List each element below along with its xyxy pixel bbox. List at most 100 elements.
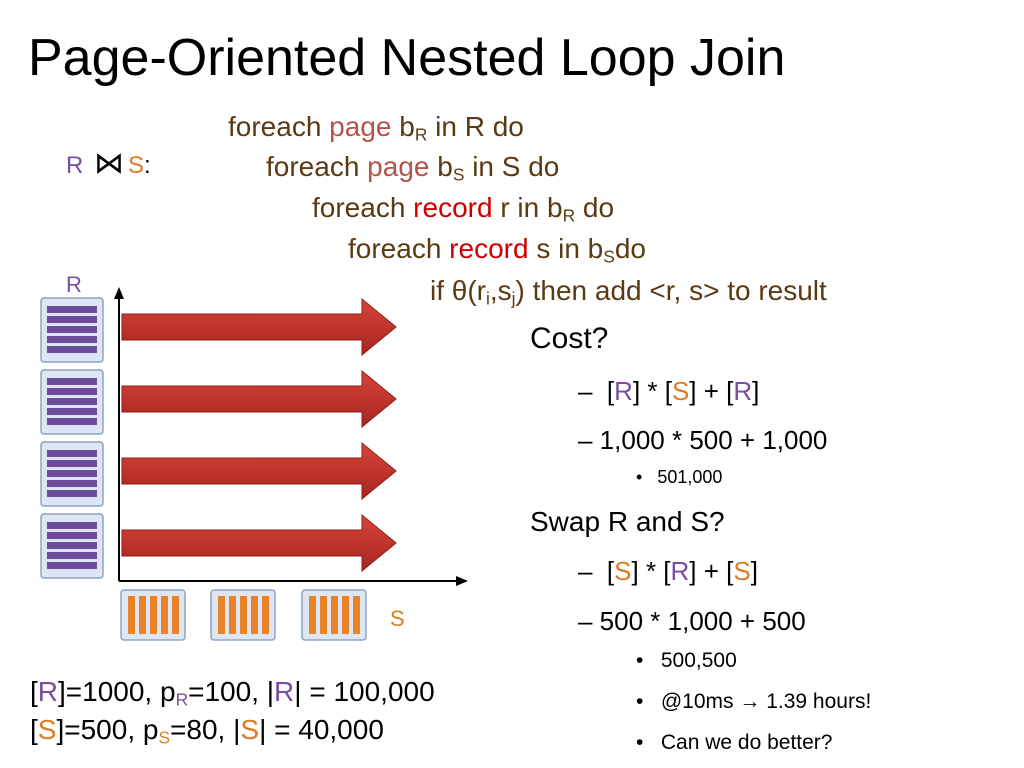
- r-page-icon: [40, 297, 104, 363]
- code-sub: S: [452, 164, 465, 185]
- cost-numbers: – 1,000 * 500 + 1,000: [578, 425, 828, 455]
- r-token: R: [614, 376, 633, 406]
- code-line-3: foreach record r in bR do: [312, 191, 614, 225]
- text: | = 40,000: [259, 714, 384, 745]
- scan-arrow: [121, 369, 397, 429]
- code-sub: j: [511, 288, 516, 309]
- scan-arrow: [121, 513, 397, 573]
- cost-result-value: 501,000: [657, 467, 723, 487]
- code-sub: S: [603, 246, 615, 267]
- s-page-icon: [120, 589, 186, 641]
- cost-formula: – [R] * [S] + [R]: [578, 376, 759, 406]
- s-page-icon: [210, 589, 276, 641]
- r-page-icon: [40, 369, 104, 435]
- swap-time: • @10ms → 1.39 hours!: [636, 690, 872, 713]
- code-text: foreach: [348, 233, 450, 264]
- swap-result: • 500,500: [636, 649, 737, 672]
- text: [: [30, 714, 38, 745]
- r-stats: [R]=1000, pR=100, |R| = 100,000: [30, 674, 435, 710]
- dash: –: [578, 376, 593, 406]
- code-text: r in b: [492, 192, 563, 223]
- r-token: R: [37, 676, 59, 707]
- r-sub: R: [175, 689, 189, 710]
- nested-loop-diagram: [40, 287, 468, 641]
- join-left: R: [66, 152, 84, 179]
- swap-result-value: 500,500: [660, 649, 737, 672]
- code-sub: i: [486, 288, 490, 309]
- code-line-1: foreach page bR in R do: [228, 110, 524, 144]
- s-stats: [S]=500, pS=80, |S| = 40,000: [30, 712, 384, 748]
- text: =80, |: [170, 714, 241, 745]
- join-label: R ⋈S:: [66, 146, 151, 181]
- code-text: foreach: [312, 192, 414, 223]
- cost-result: • 501,000: [636, 467, 723, 487]
- code-text: foreach: [228, 111, 330, 142]
- text: ]=1000, p: [58, 676, 176, 707]
- right-arrow-icon: →: [739, 690, 761, 713]
- swap-numbers: – 500 * 1,000 + 500: [578, 606, 806, 636]
- r-token: R: [670, 556, 690, 586]
- text: =100, |: [188, 676, 275, 707]
- time-text: 1.39 hours!: [760, 690, 872, 713]
- r-page-icon: [40, 441, 104, 507]
- code-text: b: [429, 151, 453, 182]
- text: ]: [750, 556, 758, 586]
- s-token: S: [671, 376, 690, 406]
- code-text: do: [614, 233, 646, 264]
- s-token: S: [37, 714, 57, 745]
- swap-question: • Can we do better?: [636, 731, 833, 754]
- code-line-2: foreach page bS in S do: [266, 150, 559, 184]
- code-text: s in b: [528, 233, 604, 264]
- dash: –: [578, 556, 593, 586]
- scan-arrow: [121, 297, 397, 357]
- cost-heading: Cost?: [530, 322, 609, 355]
- bowtie-icon: ⋈: [94, 147, 125, 180]
- text: ] * [: [631, 556, 671, 586]
- code-text: do: [575, 192, 615, 223]
- question-text: Can we do better?: [660, 731, 833, 754]
- swap-heading: Swap R and S?: [530, 506, 725, 537]
- text: | = 100,000: [294, 676, 435, 707]
- time-text: @10ms: [660, 690, 740, 713]
- slide-title: Page-Oriented Nested Loop Join: [28, 29, 786, 87]
- code-line-4: foreach record s in bSdo: [348, 232, 646, 266]
- text: ] + [: [689, 556, 734, 586]
- s-token: S: [614, 556, 632, 586]
- code-text: b: [391, 111, 415, 142]
- code-text: in R do: [427, 111, 524, 142]
- axes: [114, 287, 468, 586]
- text: [: [30, 676, 38, 707]
- code-line-5: if θ(ri,sj) then add <r, s> to result: [430, 274, 827, 308]
- code-text: if θ(r: [430, 275, 486, 306]
- code-text: in S do: [464, 151, 560, 182]
- code-text: foreach: [266, 151, 368, 182]
- text: ] + [: [689, 376, 734, 406]
- swap-formula: – [S] * [R] + [S]: [578, 556, 758, 586]
- code-keyword: page: [367, 151, 430, 182]
- r-axis-label: R: [66, 272, 82, 297]
- code-keyword: page: [329, 111, 392, 142]
- text: [: [606, 556, 615, 586]
- code-keyword: record: [449, 233, 529, 264]
- text: [: [606, 376, 615, 406]
- join-colon: :: [144, 152, 151, 179]
- s-page-icon: [301, 589, 367, 641]
- code-keyword: record: [413, 192, 493, 223]
- join-right: S: [128, 152, 145, 179]
- code-text: ,s: [489, 275, 512, 306]
- r-token: R: [274, 676, 295, 707]
- code-text: ): [515, 275, 525, 306]
- code-text: then add <r, s> to result: [524, 275, 827, 306]
- r-page-icon: [40, 513, 104, 579]
- text: ] * [: [632, 376, 672, 406]
- scan-arrow: [121, 441, 397, 501]
- text: ]=500, p: [56, 714, 159, 745]
- s-token: S: [240, 714, 260, 745]
- s-axis-label: S: [390, 606, 405, 631]
- s-token: S: [733, 556, 751, 586]
- s-sub: S: [158, 727, 171, 748]
- text: ]: [752, 376, 760, 406]
- r-token: R: [733, 376, 753, 406]
- code-sub: R: [562, 205, 576, 226]
- code-sub: R: [414, 124, 428, 145]
